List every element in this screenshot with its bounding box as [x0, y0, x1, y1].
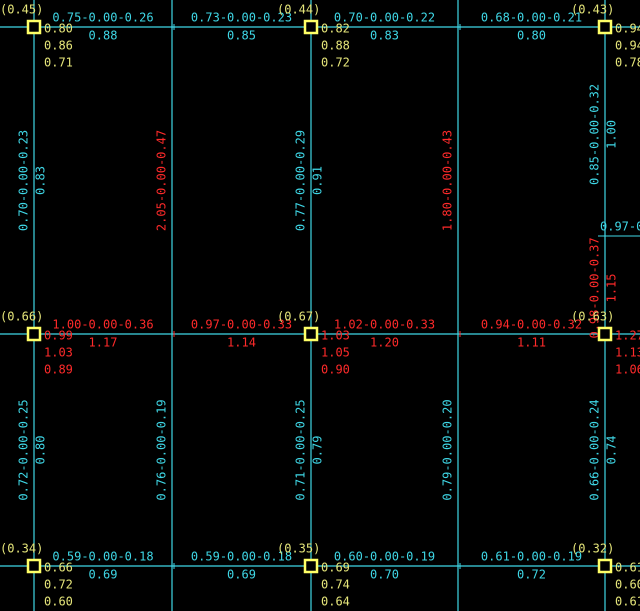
column-ratio-label: 0.72-0.00-0.25: [17, 399, 31, 500]
column-ratio-label: 0.85-0.00-0.32: [588, 84, 602, 185]
node-value-0: 0.69: [321, 561, 350, 575]
beam-ratio-label: 1.00-0.00-0.36: [52, 318, 153, 332]
column-shear-label: 1.15: [605, 273, 619, 302]
beam-ratio-label: 0.94-0.00-0.32: [481, 318, 582, 332]
column-ratio-label: 0.76-0.00-0.19: [155, 399, 169, 500]
column-ratio-label: 0.71-0.00-0.25: [294, 399, 308, 500]
beam-shear-label: 0.70: [370, 568, 399, 582]
column-ratio-label: 0.77-0.00-0.29: [294, 130, 308, 231]
node-marker: [597, 19, 613, 35]
beam-ratio-label: 0.73-0.00-0.23: [191, 11, 292, 25]
node-axial-ratio: (0.32): [571, 542, 614, 556]
node-value-2: 0.64: [321, 595, 350, 609]
beam-ratio-label: 0.60-0.00-0.19: [334, 550, 435, 564]
node-value-0: 0.66: [44, 561, 73, 575]
node-marker: [26, 326, 42, 342]
node-marker: [303, 326, 319, 342]
column-shear-label: 0.79: [311, 436, 325, 465]
node-value-0: 0.82: [321, 22, 350, 36]
node-axial-ratio: (0.66): [0, 310, 43, 324]
beam-shear-label: 0.69: [227, 568, 256, 582]
node-value-1: 0.88: [321, 39, 350, 53]
node-value-0: 1.03: [321, 329, 350, 343]
node-marker: [597, 558, 613, 574]
node-value-2: 0.90: [321, 363, 350, 377]
node-value-2: 0.78: [615, 56, 640, 70]
node-value-1: 0.86: [44, 39, 73, 53]
node-value-0: 0.80: [44, 22, 73, 36]
node-value-2: 0.61: [615, 595, 640, 609]
beam-shear-label: 0.80: [517, 29, 546, 43]
beam-ratio-label: 0.59-0.00-0.18: [52, 550, 153, 564]
beam-ratio-label: 0.59-0.00-0.18: [191, 550, 292, 564]
beam-shear-label: 1.11: [517, 336, 546, 350]
column-shear-label: 0.91: [311, 166, 325, 195]
node-axial-ratio: (0.67): [277, 310, 320, 324]
beam-shear-label: 1.20: [370, 336, 399, 350]
node-marker: [303, 558, 319, 574]
beam-ratio-label: 0.68-0.00-0.21: [481, 11, 582, 25]
column-ratio-label: 0.98-0.00-0.37: [588, 237, 602, 338]
node-value-0: 0.61: [615, 561, 640, 575]
node-value-2: 0.60: [44, 595, 73, 609]
beam-shear-label: 0.69: [89, 568, 118, 582]
node-value-0: 1.27: [615, 329, 640, 343]
node-value-2: 0.72: [321, 56, 350, 70]
column-shear-label: 0.74: [605, 436, 619, 465]
column-shear-label: 0.83: [34, 166, 48, 195]
beam-ratio-label: 0.70-0.00-0.22: [334, 11, 435, 25]
frame-nodes: (0.45)0.800.860.71(0.44)0.820.880.72(0.4…: [0, 3, 640, 609]
beam-ratio-label: 1.02-0.00-0.33: [334, 318, 435, 332]
beam-ratio-label: 0.75-0.00-0.26: [52, 11, 153, 25]
node-value-0: 0.99: [44, 329, 73, 343]
beam-shear-label: 0.85: [227, 29, 256, 43]
node-value-2: 0.89: [44, 363, 73, 377]
node-marker: [303, 19, 319, 35]
node-value-1: 1.13: [615, 346, 640, 360]
node-value-2: 0.71: [44, 56, 73, 70]
beam-shear-label: 1.17: [89, 336, 118, 350]
beam-shear-label: 0.83: [370, 29, 399, 43]
node-marker: [26, 558, 42, 574]
node-marker: [597, 326, 613, 342]
column-ratio-label: 0.79-0.00-0.20: [441, 399, 455, 500]
beam-shear-label: 0.72: [517, 568, 546, 582]
beam-ratio-label: 0.97-0.00-0.33: [191, 318, 292, 332]
member-labels: 0.75-0.00-0.26 0.88 0.73-0.00-0.23 0.85 0.70…: [17, 11, 640, 582]
node-marker: [26, 19, 42, 35]
node-value-1: 0.72: [44, 578, 73, 592]
node-axial-ratio: (0.44): [277, 3, 320, 17]
node-axial-ratio: (0.63): [571, 310, 614, 324]
column-ratio-label: 0.66-0.00-0.24: [588, 399, 602, 500]
node-value-1: 0.74: [321, 578, 350, 592]
beam-shear-label: 0.88: [89, 29, 118, 43]
column-ratio-label: 1.80-0.00-0.43: [441, 130, 455, 231]
column-ratio-label: 2.05-0.00-0.47: [155, 130, 169, 231]
node-value-2: 1.06: [615, 363, 640, 377]
column-ratio-label: 0.70-0.00-0.23: [17, 130, 31, 231]
node-axial-ratio: (0.34): [0, 542, 43, 556]
node-value-1: 1.05: [321, 346, 350, 360]
beam-shear-label: 1.14: [227, 336, 256, 350]
node-axial-ratio: (0.43): [571, 3, 614, 17]
node-value-1: 1.03: [44, 346, 73, 360]
node-axial-ratio: (0.45): [0, 3, 43, 17]
column-shear-label: 1.00: [605, 120, 619, 149]
node-value-0: 0.94: [615, 22, 640, 36]
edge-ratio-label: 0.97-0.0: [600, 220, 640, 234]
node-value-1: 0.94: [615, 39, 640, 53]
node-axial-ratio: (0.35): [277, 542, 320, 556]
node-value-1: 0.60: [615, 578, 640, 592]
beam-ratio-label: 0.61-0.00-0.19: [481, 550, 582, 564]
column-shear-label: 0.80: [34, 436, 48, 465]
